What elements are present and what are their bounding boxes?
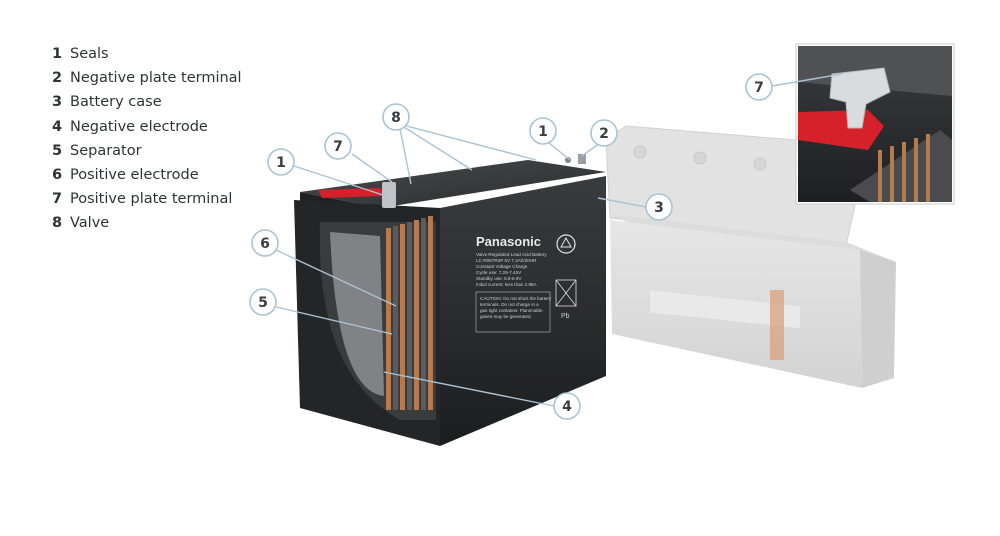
svg-text:1: 1 [276,155,286,171]
callout-leaders [275,73,843,407]
callout-8: 8 [382,103,410,131]
legend-label: Seals [70,46,109,62]
callout-2: 2 [590,119,618,147]
ghost-battery-vent-1 [633,145,647,159]
callout-1-left: 1 [267,148,295,176]
legend-label: Battery case [70,94,162,111]
callout-7-inset: 7 [745,73,773,101]
svg-text:2: 2 [599,126,609,142]
legend-label: Negative plate terminal [70,70,242,87]
ghost-battery-vent-3 [753,157,767,171]
callout-5: 5 [249,288,277,316]
crossed-bin-icon [555,279,577,307]
svg-text:1: 1 [538,124,548,140]
callout-4: 4 [553,392,581,420]
ghost-battery-label [650,290,800,329]
svg-text:Constant Voltage Charge: Constant Voltage Charge [476,264,528,269]
svg-text:3: 3 [654,200,664,216]
svg-text:6: 6 [260,236,270,252]
ghost-battery-side [860,250,896,388]
negative-terminal-post [578,154,586,164]
battery-front-face [440,176,606,446]
callout-1-right: 1 [529,117,557,145]
svg-text:Initial current: less than 2.8: Initial current: less than 2.88A [476,282,537,287]
inset-clamp [829,67,891,129]
legend-label: Negative electrode [70,118,208,135]
separator-panel [330,232,384,396]
legend-label: Valve [70,215,110,232]
callout-6: 6 [251,229,279,257]
svg-text:8: 8 [391,110,401,126]
svg-text:LC-R067R2P 6V 7.2Ah/20HR: LC-R067R2P 6V 7.2Ah/20HR [476,258,537,263]
battery-brand-text: Panasonic [476,234,541,249]
ghost-battery-terminal [770,290,784,360]
legend-label: Positive plate terminal [70,191,233,208]
seal-top [565,157,571,163]
terminal-closeup-inset [795,43,955,205]
terminal-clamp [382,182,396,208]
svg-text:Cycle use: 7.25-7.45V: Cycle use: 7.25-7.45V [476,270,522,275]
svg-text:5: 5 [258,295,268,311]
svg-text:Standby use: 6.8-6.9V: Standby use: 6.8-6.9V [476,276,522,281]
battery-label: Panasonic Valve Regulated Lead Acid Batt… [475,234,577,333]
svg-text:7: 7 [333,139,343,155]
svg-text:4: 4 [562,399,572,415]
svg-text:7: 7 [754,80,764,96]
svg-text:Pb: Pb [561,313,570,320]
callout-3: 3 [645,193,673,221]
main-battery: Panasonic Valve Regulated Lead Acid Batt… [294,154,606,446]
recycle-icon [556,234,576,254]
callouts: 1 7 8 1 2 3 6 5 [249,73,773,420]
inset-plates [850,130,952,202]
svg-text:Valve Regulated Lead Acid Batt: Valve Regulated Lead Acid Battery [476,252,547,257]
svg-text:gas tight container. Flammable: gas tight container. Flammable [480,308,543,313]
svg-text:gases may be generated.: gases may be generated. [480,314,532,319]
svg-text:CAUTION: Do not short the batt: CAUTION: Do not short the battery [480,296,552,301]
ghost-battery-vent-2 [693,151,707,165]
callout-7-top: 7 [324,132,352,160]
legend-label: Separator [70,142,142,159]
svg-text:terminals. Do not charge in a: terminals. Do not charge in a [480,302,539,307]
legend-label: Positive electrode [70,166,199,183]
electrode-plates [386,216,433,410]
